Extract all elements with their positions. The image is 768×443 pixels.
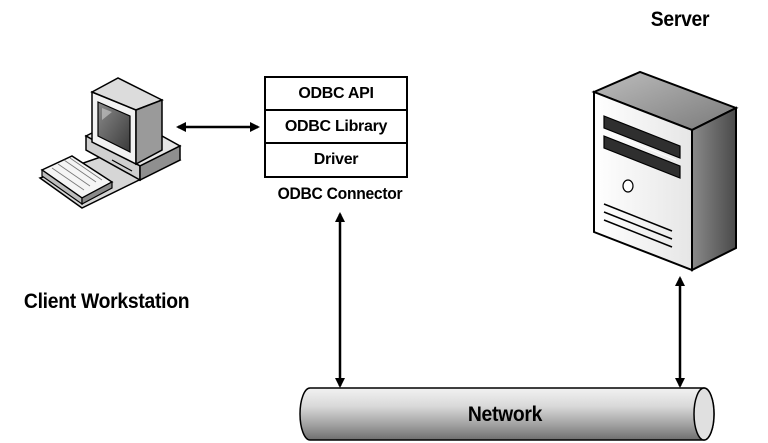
driver-layer: Driver <box>313 151 359 168</box>
client-workstation-icon <box>38 77 182 209</box>
odbc-connector-label: ODBC Connector <box>277 184 403 203</box>
odbc-stack: ODBC API ODBC Library Driver <box>264 76 408 178</box>
network-pipe <box>299 387 715 441</box>
odbc-library-layer: ODBC Library <box>266 111 406 144</box>
odbc-api-layer: ODBC API <box>266 78 406 111</box>
server-icon <box>591 70 739 272</box>
client-workstation-label: Client Workstation <box>23 290 190 313</box>
network-label: Network <box>467 403 543 426</box>
server-label: Server <box>650 8 710 31</box>
